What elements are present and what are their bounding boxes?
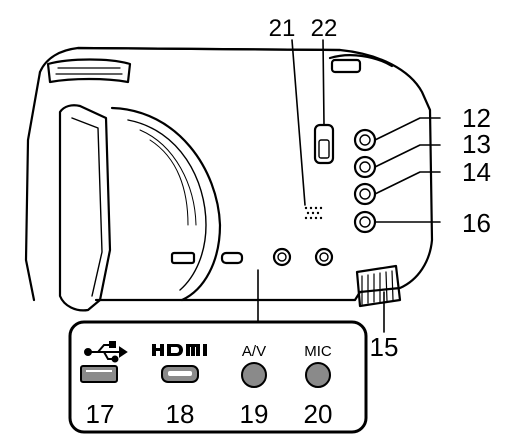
top-grille (46, 58, 132, 84)
callout-15: 15 (370, 332, 399, 362)
lcd-monitor (58, 104, 112, 312)
detail-ports: A/V MIC (80, 341, 332, 388)
port-detail-box (68, 320, 368, 434)
cam-mic-jack (314, 247, 334, 267)
hinge-ring (149, 139, 189, 226)
hinge-outer (110, 106, 222, 302)
ring-15 (355, 264, 402, 308)
callout-12: 12 (462, 103, 491, 133)
hdmi-logo-icon (152, 344, 207, 356)
callout-13: 13 (462, 129, 491, 159)
usb-icon (84, 341, 128, 363)
av-jack (241, 362, 267, 388)
mic-jack (305, 362, 331, 388)
cam-hdmi-port (220, 251, 244, 265)
callout-17: 17 (86, 399, 115, 429)
camera-front-edge (24, 70, 42, 302)
cam-usb-port (170, 251, 196, 265)
camera-top-ridge (76, 46, 342, 52)
top-button (330, 58, 362, 74)
button-stack (353, 128, 377, 234)
av-label: A/V (242, 343, 266, 360)
button-14 (353, 182, 377, 206)
mic-label: MIC (304, 343, 332, 360)
button-13 (353, 155, 377, 179)
callout-numbers: 21 22 12 13 14 16 15 17 18 19 20 (86, 15, 491, 429)
hinge-inner (127, 119, 207, 291)
camera-top-strap (328, 54, 394, 68)
callout-22: 22 (311, 15, 338, 42)
button-16 (353, 210, 377, 234)
hinge-ring (139, 129, 197, 226)
callout-21: 21 (269, 15, 296, 42)
camera-body-outline (38, 46, 434, 302)
callout-20: 20 (304, 399, 333, 429)
callout-18: 18 (166, 399, 195, 429)
usb-port (80, 365, 118, 383)
cam-av-jack (272, 247, 292, 267)
leader-lines (257, 39, 441, 333)
button-12 (353, 128, 377, 152)
callout-14: 14 (462, 157, 491, 187)
callout-19: 19 (240, 399, 269, 429)
speaker-dots (304, 206, 323, 220)
callout-16: 16 (462, 208, 491, 238)
